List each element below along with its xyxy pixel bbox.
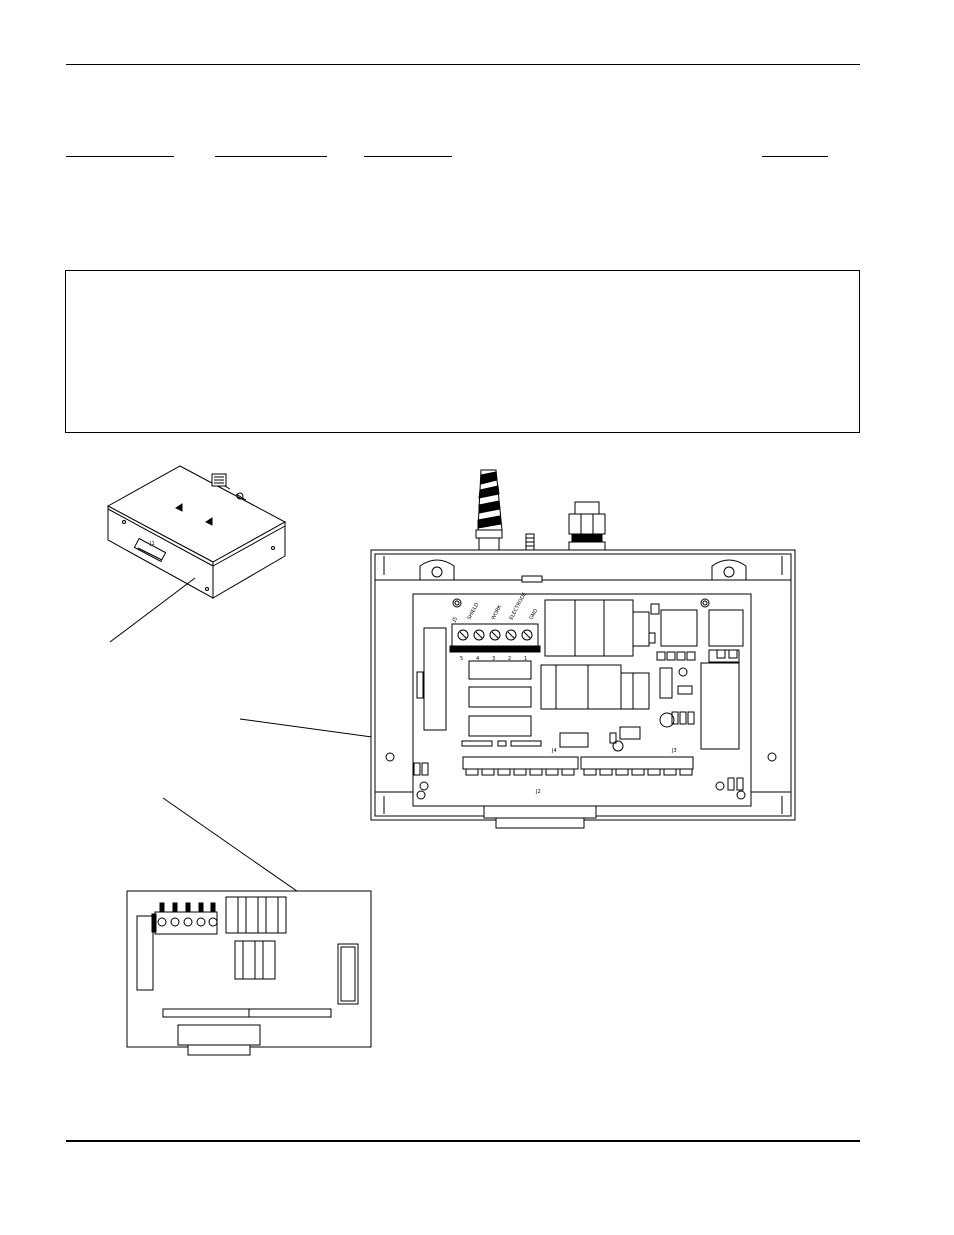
cable-gland xyxy=(568,501,606,551)
svg-text:5: 5 xyxy=(460,656,463,662)
svg-text:2: 2 xyxy=(508,656,511,662)
column-header-2 xyxy=(215,156,327,157)
svg-text:J3: J3 xyxy=(671,748,677,754)
svg-text:4: 4 xyxy=(476,656,479,662)
svg-text:J5: J5 xyxy=(451,616,459,624)
svg-text:GND: GND xyxy=(528,608,539,621)
column-header-3 xyxy=(364,156,452,157)
terminal-block-j5 xyxy=(449,623,541,653)
header-pins xyxy=(465,768,693,776)
svg-text:3: 3 xyxy=(492,656,495,662)
note-box xyxy=(65,270,860,433)
footer-rule xyxy=(66,1140,860,1142)
svg-text:1: 1 xyxy=(524,656,527,662)
leader-line-enclosure xyxy=(109,577,196,643)
svg-text:J4: J4 xyxy=(551,748,557,754)
small-board-illustration xyxy=(126,890,372,1056)
main-enclosure: J5 SHIELD WORK ELECTRODE GND 5 4 3 2 1 xyxy=(370,469,796,829)
column-header-1 xyxy=(66,156,174,157)
svg-text:J1: J1 xyxy=(149,541,155,547)
svg-text:J2: J2 xyxy=(535,789,541,795)
column-header-4 xyxy=(762,156,828,157)
enclosure-illustration: J1 xyxy=(106,465,287,599)
cable-strain-relief xyxy=(475,469,503,553)
header-rule xyxy=(66,64,860,65)
